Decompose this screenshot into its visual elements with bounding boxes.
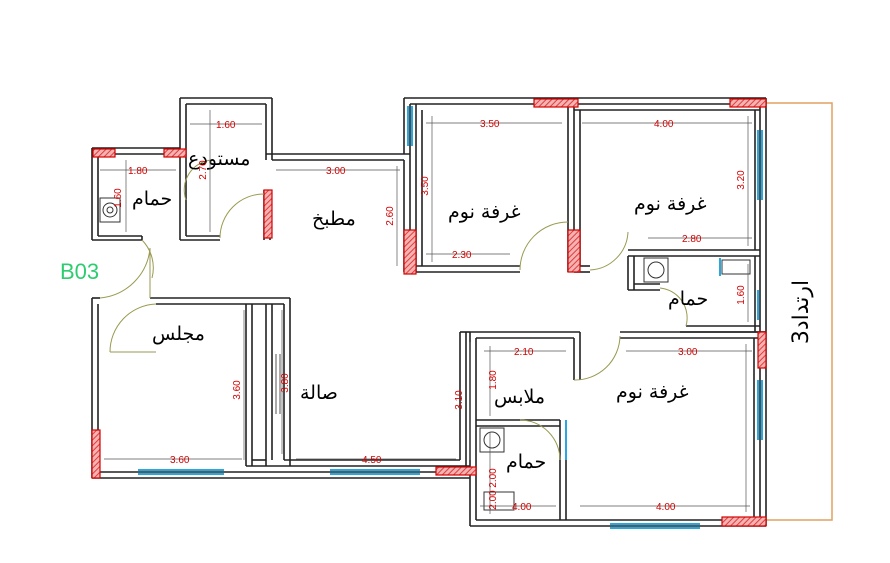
dimension-value: 3.60 <box>170 455 190 466</box>
room-labels: مجلس صالة مطبخ مستودع حمام حمام حمام غرف… <box>132 148 708 473</box>
room-name: غرفة نوم <box>616 381 689 403</box>
dimension-value: 1.60 <box>736 285 747 305</box>
dimension-value: 1.80 <box>488 370 499 390</box>
dimension-value: 4.50 <box>362 455 382 466</box>
dimension-value: 3.10 <box>454 390 465 410</box>
dimension-value: 1.60 <box>113 188 124 208</box>
dimension-value: 3.00 <box>326 166 346 177</box>
dimension-value: 3.50 <box>480 119 500 130</box>
dimension-value: 3.50 <box>420 176 431 196</box>
room-name: مجلس <box>152 323 205 345</box>
side-label: ارتداد3 <box>789 280 814 344</box>
room-name: غرفة نوم <box>448 201 521 223</box>
room-name: ملابس <box>494 386 545 408</box>
windows <box>138 106 763 529</box>
setback-line <box>765 102 833 521</box>
room-name: حمام <box>506 451 546 473</box>
dimension-value: 4.00 <box>656 502 676 513</box>
room-name: مطبخ <box>312 208 356 230</box>
room-name: مستودع <box>188 148 250 170</box>
dimension-lines <box>100 110 752 514</box>
dimension-value: 3.80 <box>280 373 291 393</box>
dimension-values: 1.60 1.80 1.60 2.70 3.00 2.60 3.50 3.50 … <box>113 119 747 513</box>
dimension-value: 3.20 <box>736 170 747 190</box>
room-name: غرفة نوم <box>634 193 707 215</box>
dimension-value: 2.10 <box>514 347 534 358</box>
dimension-value: 2.00 <box>488 468 499 488</box>
dimension-value: 2.80 <box>682 234 702 245</box>
room-name: حمام <box>132 188 172 210</box>
dimension-value: 2.70 <box>198 160 209 180</box>
fixtures <box>99 197 751 511</box>
doors <box>99 159 688 461</box>
unit-label: B03 <box>60 259 99 284</box>
dimension-value: 2.30 <box>452 250 472 261</box>
dimension-value: 1.60 <box>216 120 236 131</box>
room-name: صالة <box>300 382 338 404</box>
dimension-value: 3.60 <box>232 380 243 400</box>
dimension-value: 3.00 <box>678 347 698 358</box>
dimension-value: 4.00 <box>654 119 674 130</box>
room-name: حمام <box>668 288 708 310</box>
dimension-value: 1.80 <box>128 166 148 177</box>
dimension-value: 4.00 <box>512 502 532 513</box>
columns <box>91 98 767 527</box>
dimension-value: 2.60 <box>385 206 396 226</box>
dimension-value: 2.00 <box>488 490 499 510</box>
